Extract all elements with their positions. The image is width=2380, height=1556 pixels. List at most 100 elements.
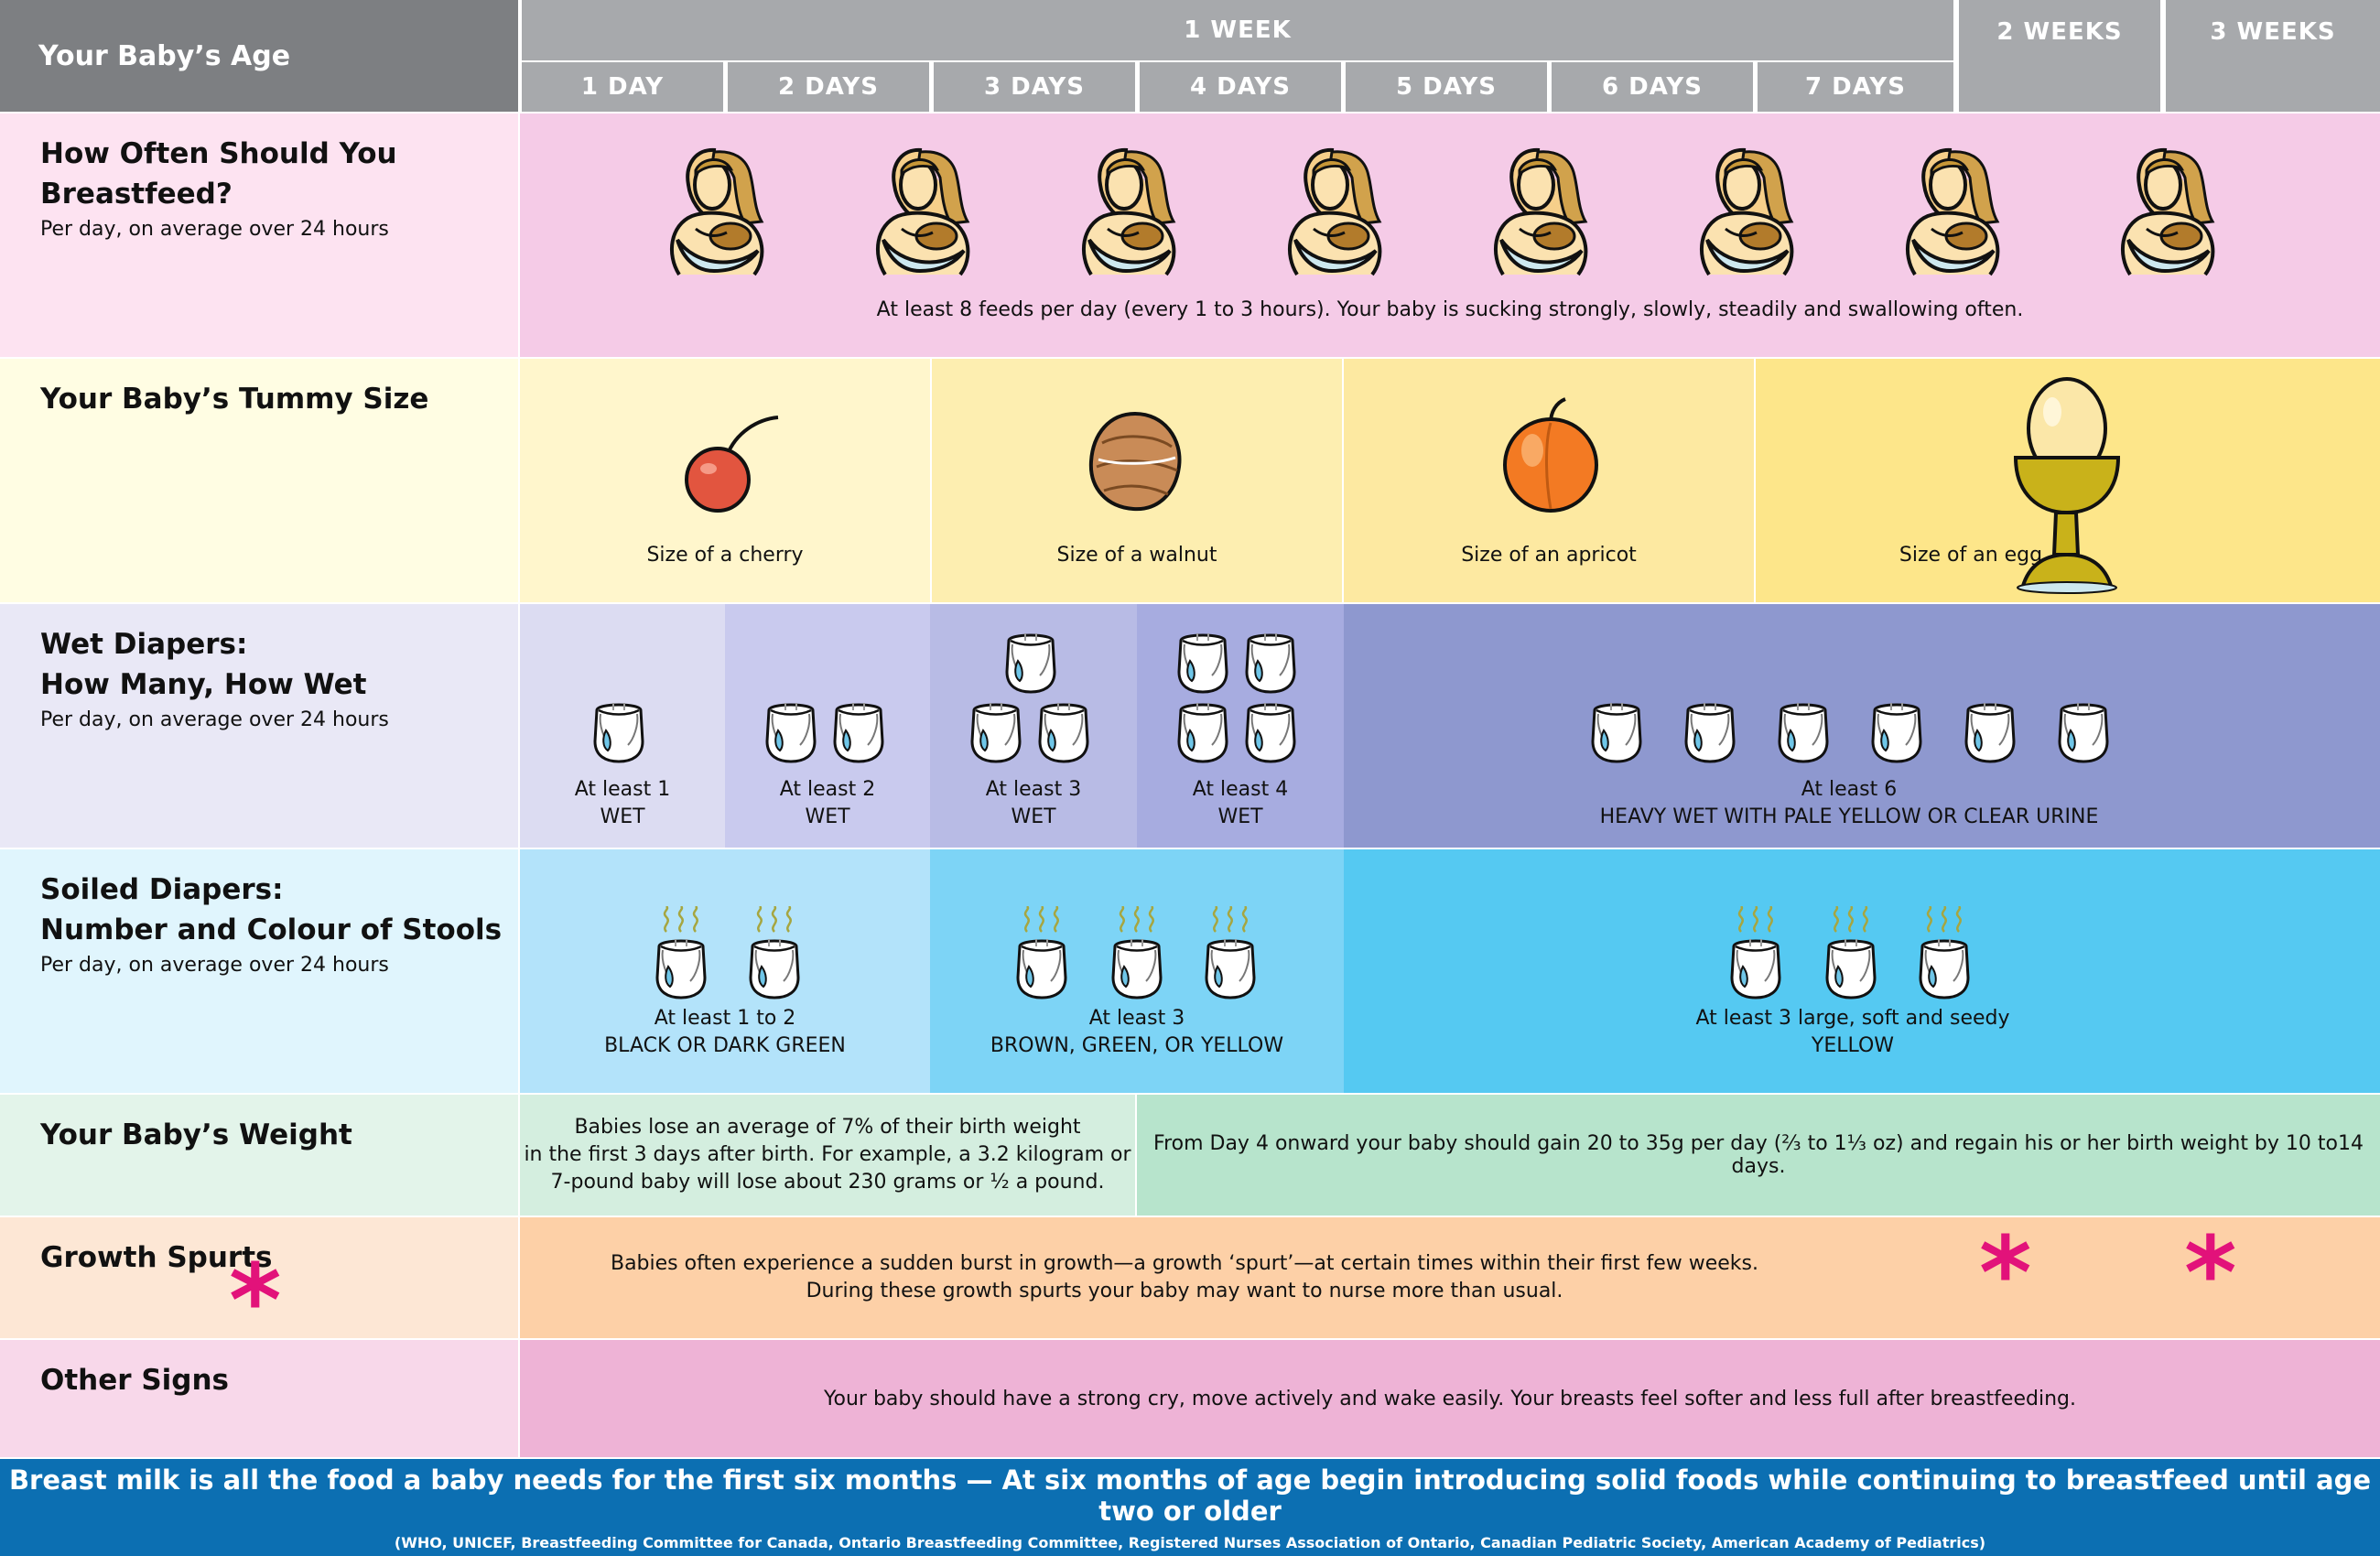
soiled-days-1-2-colour: BLACK OR DARK GREEN bbox=[604, 1034, 846, 1057]
wet-day-2-cell: At least 2 WET bbox=[725, 604, 930, 848]
growth-line-2: During these growth spurts your baby may… bbox=[806, 1280, 1563, 1302]
weight-loss-line-3: 7-pound baby will lose about 230 grams o… bbox=[550, 1171, 1105, 1194]
tummy-egg-cell: Size of an egg bbox=[1756, 359, 2380, 602]
wet-diaper-icon bbox=[1175, 628, 1230, 694]
day-2-header: 2 DAYS bbox=[728, 62, 929, 112]
stink-lines-icon bbox=[1917, 906, 1972, 934]
soiled-diaper-icon bbox=[1823, 934, 1878, 1000]
growth-title: Growth Spurts bbox=[40, 1241, 273, 1274]
week-3-header: 3 WEEKS bbox=[2166, 0, 2380, 112]
soiled-day-5-count: At least 3 large, soft and seedy bbox=[1695, 1007, 2010, 1030]
breastfeeding-mother-icon bbox=[2110, 137, 2229, 284]
wet-day-1-count: At least 1 bbox=[574, 778, 671, 801]
footer-sources: (WHO, UNICEF, Breastfeeding Committee fo… bbox=[394, 1533, 1986, 1551]
tummy-walnut-cell: Size of a walnut bbox=[932, 359, 1342, 602]
wet-day-2-count: At least 2 bbox=[779, 778, 876, 801]
wet-day-1-cell: At least 1 WET bbox=[520, 604, 725, 848]
tummy-cherry-cell: Size of a cherry bbox=[520, 359, 930, 602]
day-7-header: 7 DAYS bbox=[1758, 62, 1953, 112]
stink-lines-icon bbox=[1728, 906, 1783, 934]
wet-diaper-icon bbox=[763, 697, 818, 763]
soiled-diaper-icon bbox=[1014, 934, 1069, 1000]
day-label: 3 DAYS bbox=[984, 73, 1085, 101]
soiled-diaper-icon bbox=[747, 934, 802, 1000]
soiled-days-1-2-count: At least 1 to 2 bbox=[654, 1007, 796, 1030]
wet-diaper-icon bbox=[1776, 697, 1831, 763]
soiled-days-3-4-colour: BROWN, GREEN, OR YELLOW bbox=[990, 1034, 1284, 1057]
wet-diaper-icon bbox=[1175, 697, 1230, 763]
apricot-icon bbox=[1503, 397, 1598, 513]
soiled-diaper-icon bbox=[1728, 934, 1783, 1000]
breastfeed-caption: At least 8 feeds per day (every 1 to 3 h… bbox=[876, 298, 2024, 321]
footer-banner: Breast milk is all the food a baby needs… bbox=[0, 1459, 2380, 1556]
weight-gain-text: From Day 4 onward your baby should gain … bbox=[1153, 1132, 2364, 1178]
breastfeeding-mother-icon bbox=[659, 137, 778, 284]
weight-loss-line-2: in the first 3 days after birth. For exa… bbox=[524, 1143, 1131, 1166]
day-label: 1 DAY bbox=[580, 73, 665, 101]
day-3-header: 3 DAYS bbox=[934, 62, 1135, 112]
wet-title-2: How Many, How Wet bbox=[40, 668, 367, 701]
apricot-caption: Size of an apricot bbox=[1461, 544, 1637, 567]
week-2-header: 2 WEEKS bbox=[1959, 0, 2160, 112]
wet-diaper-icon bbox=[1682, 697, 1737, 763]
day-6-header: 6 DAYS bbox=[1552, 62, 1753, 112]
wet-diaper-icon bbox=[1963, 697, 2018, 763]
wet-diaper-icon bbox=[1243, 697, 1298, 763]
wet-day-3-count: At least 3 bbox=[985, 778, 1082, 801]
wet-day-3-cell: At least 3 WET bbox=[930, 604, 1137, 848]
week-1-header: 1 WEEK bbox=[522, 0, 1953, 60]
day-label: 4 DAYS bbox=[1190, 73, 1291, 101]
other-content-cell: Your baby should have a strong cry, move… bbox=[520, 1340, 2380, 1457]
growth-spurt-week-2-asterisk-icon: * bbox=[1979, 1215, 2032, 1332]
growth-row-label: Growth Spurts bbox=[0, 1217, 518, 1338]
wet-day-5-type: HEAVY WET WITH PALE YELLOW OR CLEAR URIN… bbox=[1599, 805, 2099, 828]
other-row-label: Other Signs bbox=[0, 1340, 518, 1457]
wet-diaper-icon bbox=[831, 697, 886, 763]
wet-diaper-icon bbox=[2056, 697, 2111, 763]
wet-subtitle: Per day, on average over 24 hours bbox=[40, 708, 389, 731]
weight-row-label: Your Baby’s Weight bbox=[0, 1095, 518, 1216]
soiled-days-3-4-count: At least 3 bbox=[1088, 1007, 1185, 1030]
stink-lines-icon bbox=[1823, 906, 1878, 934]
soiled-diaper-icon bbox=[1917, 934, 1972, 1000]
stink-lines-icon bbox=[654, 906, 709, 934]
day-label: 5 DAYS bbox=[1396, 73, 1497, 101]
soiled-title-2: Number and Colour of Stools bbox=[40, 913, 503, 946]
wet-row-label: Wet Diapers: How Many, How Wet Per day, … bbox=[0, 604, 518, 848]
breastfeed-row-label: How Often Should You Breastfeed? Per day… bbox=[0, 113, 518, 357]
growth-content-cell: Babies often experience a sudden burst i… bbox=[520, 1217, 2380, 1338]
day-1-header: 1 DAY bbox=[522, 62, 723, 112]
week-3-label: 3 WEEKS bbox=[2210, 18, 2336, 46]
growth-spurt-week-3-asterisk-icon: * bbox=[2184, 1215, 2237, 1332]
breastfeed-title: How Often Should You Breastfeed? bbox=[40, 137, 397, 211]
breastfeeding-mother-icon bbox=[1895, 137, 2014, 284]
growth-spurt-asterisk-icon: * bbox=[229, 1242, 282, 1359]
other-title: Other Signs bbox=[40, 1364, 230, 1397]
wet-day-4-count: At least 4 bbox=[1192, 778, 1289, 801]
wet-day-2-type: WET bbox=[805, 805, 850, 828]
soiled-diaper-icon bbox=[1109, 934, 1164, 1000]
stink-lines-icon bbox=[1014, 906, 1069, 934]
age-header: Your Baby’s Age bbox=[0, 0, 518, 112]
wet-day-1-type: WET bbox=[600, 805, 645, 828]
wet-day-4-type: WET bbox=[1217, 805, 1263, 828]
wet-day-5-plus-cell: At least 6 HEAVY WET WITH PALE YELLOW OR… bbox=[1344, 604, 2380, 848]
tummy-row-label: Your Baby’s Tummy Size bbox=[0, 359, 518, 602]
wet-day-5-count: At least 6 bbox=[1801, 778, 1898, 801]
wet-diaper-icon bbox=[1589, 697, 1644, 763]
weight-gain-cell: From Day 4 onward your baby should gain … bbox=[1137, 1095, 2380, 1216]
soiled-row-label: Soiled Diapers: Number and Colour of Sto… bbox=[0, 849, 518, 1093]
stink-lines-icon bbox=[1109, 906, 1164, 934]
weight-loss-cell: Babies lose an average of 7% of their bi… bbox=[520, 1095, 1135, 1216]
weight-loss-line-1: Babies lose an average of 7% of their bi… bbox=[574, 1116, 1081, 1139]
soiled-day-5-colour: YELLOW bbox=[1811, 1034, 1895, 1057]
week-2-label: 2 WEEKS bbox=[1996, 18, 2123, 46]
cherry-caption: Size of a cherry bbox=[646, 544, 804, 567]
other-text: Your baby should have a strong cry, move… bbox=[824, 1387, 2076, 1410]
breastfeeding-mother-icon bbox=[1689, 137, 1808, 284]
wet-day-4-cell: At least 4 WET bbox=[1137, 604, 1344, 848]
soiled-days-1-2-cell: At least 1 to 2 BLACK OR DARK GREEN bbox=[520, 849, 930, 1093]
walnut-icon bbox=[1088, 411, 1182, 512]
day-4-header: 4 DAYS bbox=[1140, 62, 1341, 112]
breastfeeding-mother-icon bbox=[1277, 137, 1396, 284]
